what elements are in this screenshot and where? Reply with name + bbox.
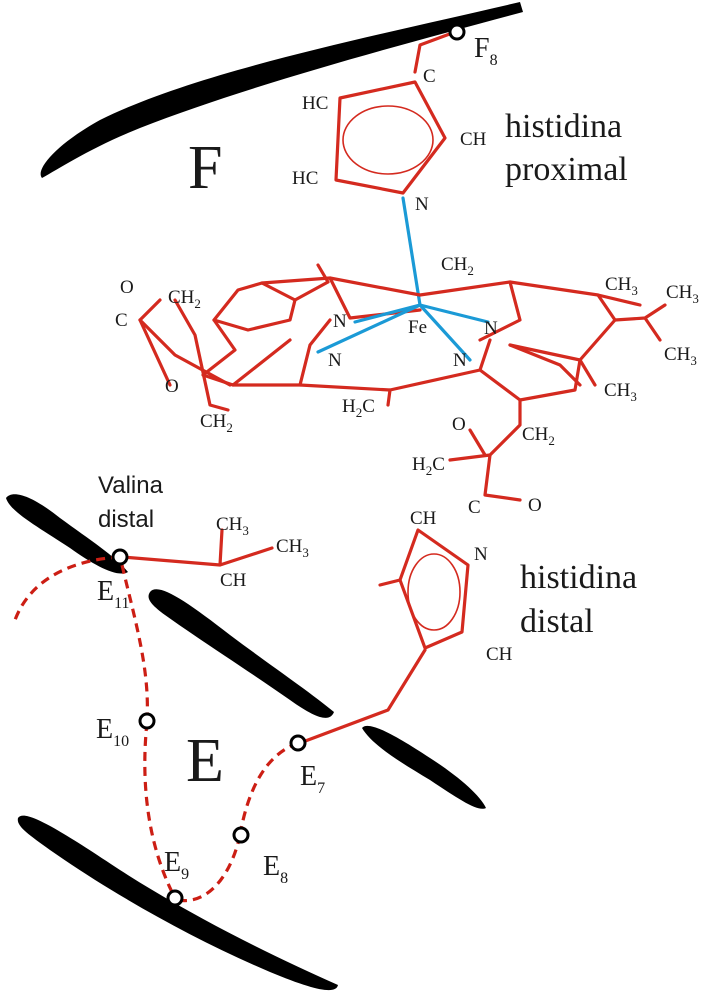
helix-e-ribbon-top: [6, 494, 128, 574]
residue-label-e10: E10: [96, 714, 129, 750]
atom-label-ch3-heme-right-bottom: CH3: [604, 380, 637, 404]
atom-label-ch-his-distal-top: CH: [410, 508, 437, 529]
atom-label-n-his-proximal: N: [415, 194, 429, 215]
residue-label-e8: E8: [263, 851, 288, 887]
distal-histidine-label-line2: distal: [520, 603, 594, 640]
distal-histidine-linker: [298, 648, 427, 745]
e11-backbone-dashed: [13, 555, 121, 621]
atom-label-ch3-valine-right: CH3: [276, 536, 309, 560]
fe-nitrogen-coordination: [316, 303, 490, 362]
atom-label-o-propionate-bottom-top: O: [452, 414, 466, 435]
proximal-histidine-ring: [334, 80, 447, 195]
atom-label-ch2-propionate-left-bottom: CH2: [200, 411, 233, 435]
helix-e-ribbon-middle: [148, 589, 334, 718]
atom-label-n-heme-top-right: N: [484, 318, 498, 339]
e7-residue-marker: [289, 734, 307, 752]
atom-label-ch-his-proximal: CH: [460, 129, 487, 150]
e9-residue-marker: [166, 889, 184, 907]
residue-label-f8: F8: [474, 33, 498, 69]
atom-label-fe: Fe: [408, 317, 427, 338]
e10-residue-marker: [138, 712, 156, 730]
atom-label-hc-his-proximal-bottom: HC: [292, 168, 318, 189]
proximal-histidine-label-line2: proximal: [505, 151, 628, 188]
heme-porphyrin-skeleton: [138, 263, 667, 502]
atom-label-n-his-distal: N: [474, 544, 488, 565]
helix-f-ribbon: [40, 2, 524, 178]
proximal-histidine-label-line1: histidina: [505, 108, 622, 145]
helix-e-label: E: [186, 727, 224, 795]
distal-histidine-ring: [378, 528, 470, 650]
atom-label-o-propionate-left-top: O: [120, 277, 134, 298]
atom-label-o-propionate-bottom-right: O: [528, 495, 542, 516]
atom-label-c-his-proximal: C: [423, 66, 436, 87]
atom-label-h2c-propionate-bottom: H2C: [412, 454, 445, 478]
e8-e7-backbone-dashed: [238, 741, 299, 836]
atom-label-ch2-propionate-left-top: CH2: [168, 287, 201, 311]
atom-label-ch3-valine-top: CH3: [216, 514, 249, 538]
valine-distal-label-line1: Valina: [98, 472, 164, 499]
residue-label-e9: E9: [164, 847, 189, 883]
e10-e9-backbone-dashed: [143, 721, 177, 899]
atom-label-h2c-heme-bottom: H2C: [342, 396, 375, 420]
atom-label-ch2-heme-top: CH2: [441, 254, 474, 278]
e11-residue-marker: [111, 548, 129, 566]
atom-label-c-propionate-bottom: C: [468, 497, 481, 518]
atom-label-ch3-heme-far-right-top: CH3: [666, 282, 699, 306]
residue-label-e11: E11: [97, 576, 130, 612]
e11-e10-backbone-dashed: [120, 564, 149, 721]
atom-label-ch2-propionate-bottom: CH2: [522, 424, 555, 448]
helix-e-ribbon-right: [362, 725, 486, 809]
distal-histidine-label-line1: histidina: [520, 559, 637, 596]
atom-label-ch3-heme-far-right-bottom: CH3: [664, 344, 697, 368]
helix-e-ribbon-bottom: [17, 815, 338, 991]
e9-e8-backbone-dashed: [177, 834, 242, 903]
atom-label-o-propionate-left-bottom: O: [165, 376, 179, 397]
atom-label-n-heme-bottom-left: N: [328, 350, 342, 371]
valine-side-chain: [120, 528, 274, 567]
atom-label-ch-his-distal-bottom: CH: [486, 644, 513, 665]
atom-label-n-heme-top-left: N: [333, 311, 347, 332]
valine-distal-label-line2: distal: [98, 506, 154, 533]
e8-residue-marker: [232, 826, 250, 844]
atom-label-c-propionate-left: C: [115, 310, 128, 331]
f8-linker-bond: [413, 30, 457, 74]
atom-label-n-heme-bottom-right: N: [453, 350, 467, 371]
atom-label-hc-his-proximal-top: HC: [302, 93, 328, 114]
atom-label-ch3-heme-right-top: CH3: [605, 274, 638, 298]
atom-label-ch-valine: CH: [220, 570, 247, 591]
f8-residue-marker: [448, 23, 466, 41]
residue-label-e7: E7: [300, 761, 325, 797]
fe-his-proximal-coordination: [401, 196, 422, 307]
helix-f-label: F: [188, 134, 222, 202]
